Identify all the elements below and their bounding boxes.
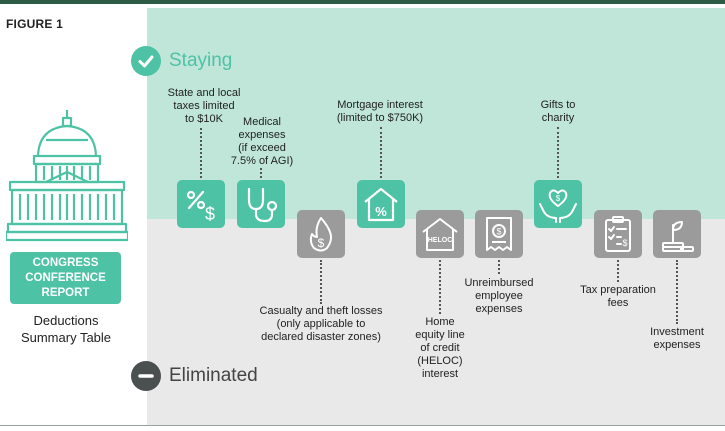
fire-icon: $	[309, 217, 332, 252]
stethoscope-icon	[247, 187, 278, 223]
mortgage-tile: %	[357, 180, 405, 228]
report-line-2: CONFERENCE	[25, 271, 106, 284]
receipt-icon: $	[486, 217, 512, 251]
taxprep-connector	[617, 260, 619, 282]
medical-connector	[260, 168, 262, 178]
report-line-1: CONGRESS	[32, 256, 99, 269]
bottom-rule	[0, 425, 725, 426]
svg-text:$: $	[318, 236, 325, 250]
conference-report-badge: CONGRESS CONFERENCE REPORT	[10, 252, 121, 304]
investment-tile	[653, 210, 701, 258]
figure-label: FIGURE 1	[6, 17, 63, 31]
casualty-tile: $	[297, 210, 345, 258]
taxprep-tile: $	[594, 210, 642, 258]
heloc-tile: HELOC	[416, 210, 464, 258]
heloc-house-icon: HELOC	[422, 218, 458, 251]
report-line-3: REPORT	[41, 286, 90, 299]
plant-coins-icon	[662, 221, 694, 252]
gifts-tile: $	[534, 180, 582, 228]
mortgage-interest-label: Mortgage interest(limited to $750K)	[336, 99, 424, 124]
staying-header: Staying	[131, 46, 232, 76]
gifts-connector	[557, 127, 559, 178]
svg-text:%: %	[375, 204, 387, 219]
investment-connector	[676, 260, 678, 324]
summary-line-1: Deductions	[33, 313, 99, 328]
svg-text:$: $	[205, 204, 215, 224]
summary-caption: Deductions Summary Table	[6, 312, 126, 346]
state-local-tile: $	[177, 180, 225, 228]
top-rule	[0, 0, 725, 4]
check-icon	[131, 46, 161, 76]
minus-icon	[131, 361, 161, 391]
state-local-connector	[200, 128, 202, 178]
heloc-badge: HELOC	[428, 237, 453, 244]
clipboard-icon: $	[605, 216, 631, 252]
casualty-theft-label: Casualty and theft losses(only applicabl…	[259, 305, 383, 343]
eliminated-label: Eliminated	[169, 365, 258, 386]
svg-text:$: $	[622, 238, 627, 248]
medical-tile	[237, 180, 285, 228]
svg-text:$: $	[496, 227, 501, 237]
svg-text:$: $	[556, 194, 561, 203]
unreimbursed-tile: $	[475, 210, 523, 258]
percent-dollar-icon: $	[186, 190, 215, 224]
capitol-icon	[6, 110, 128, 242]
house-percent-icon: %	[364, 187, 398, 222]
unreimbursed-connector	[498, 260, 500, 274]
eliminated-header: Eliminated	[131, 361, 258, 391]
mortgage-connector	[380, 127, 382, 178]
summary-line-2: Summary Table	[20, 330, 112, 345]
hands-heart-icon: $	[539, 189, 577, 223]
casualty-connector	[320, 260, 322, 304]
heloc-connector	[439, 260, 441, 314]
staying-label: Staying	[169, 50, 233, 71]
